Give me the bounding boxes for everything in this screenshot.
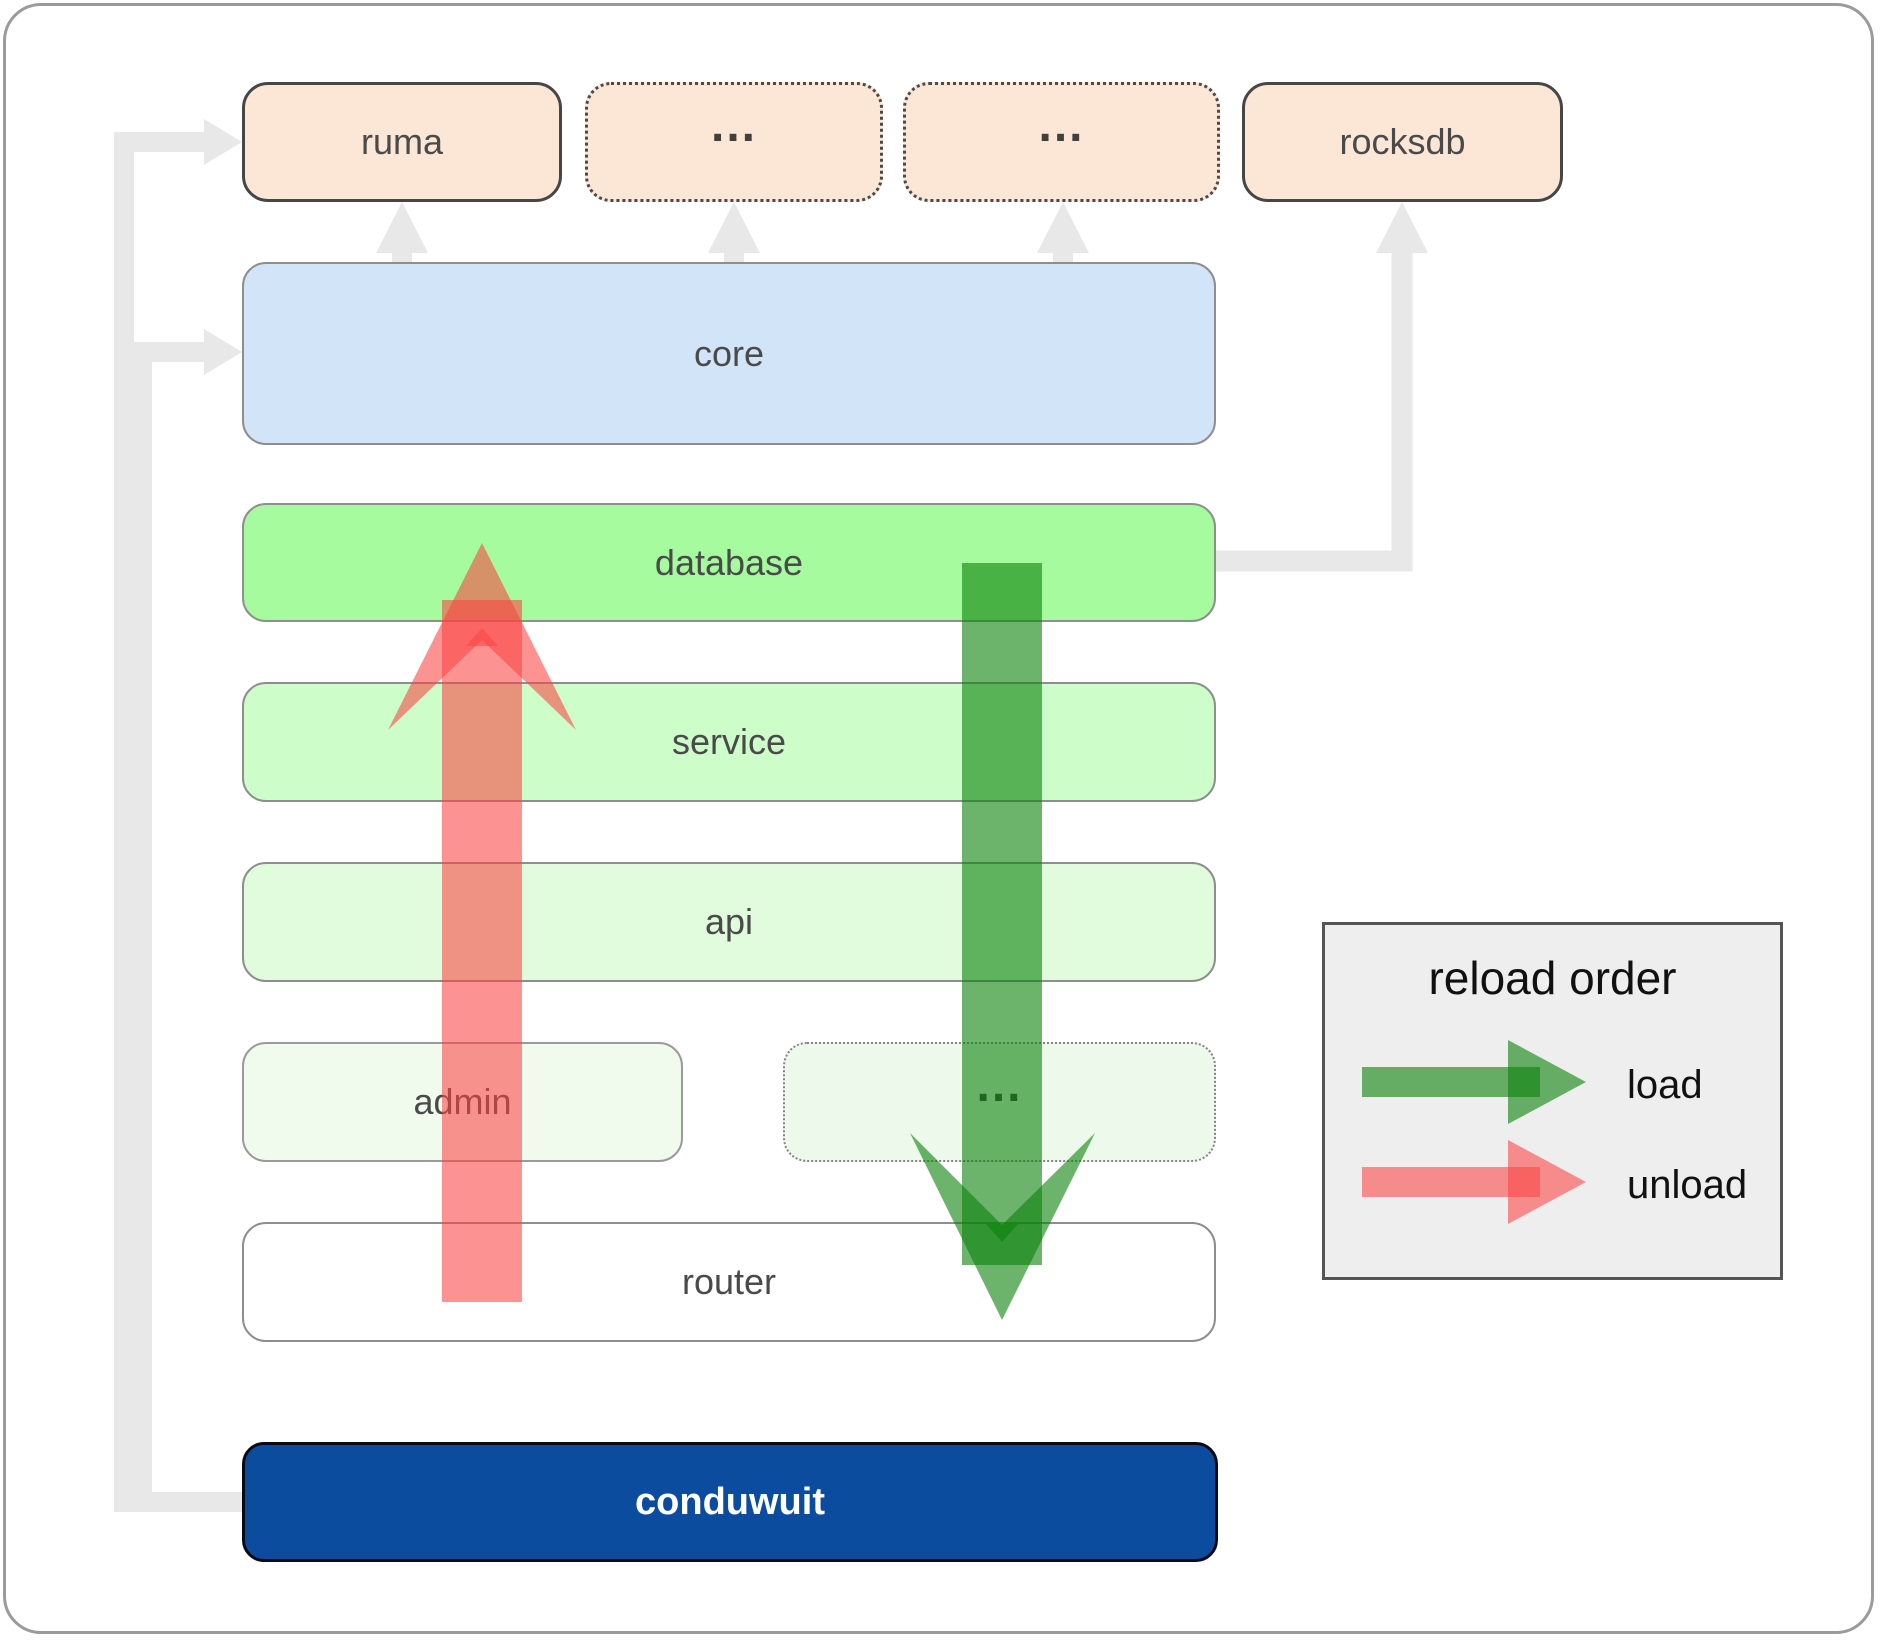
conduwuit-label: conduwuit [635, 1480, 825, 1523]
rocksdb-label: rocksdb [1339, 121, 1466, 162]
box-admin: admin [242, 1042, 683, 1162]
box-api: api [242, 862, 1216, 982]
admin-dots-label: ... [976, 1059, 1023, 1112]
outer-frame [3, 3, 1874, 1634]
box-top-dots-1: ... [585, 82, 883, 202]
box-router: router [242, 1222, 1216, 1342]
box-admin-dots: ... [783, 1042, 1216, 1162]
box-conduwuit: conduwuit [242, 1442, 1218, 1562]
top-dots-1-label: ... [710, 99, 757, 152]
database-label: database [654, 541, 804, 583]
admin-label: admin [413, 1081, 512, 1122]
box-rocksdb: rocksdb [1242, 82, 1563, 202]
core-label: core [693, 332, 765, 374]
box-core: core [242, 262, 1216, 445]
box-service: service [242, 682, 1216, 802]
box-database: database [242, 503, 1216, 622]
top-dots-2-label: ... [1038, 99, 1085, 152]
legend-title: reload order [1428, 952, 1677, 1004]
ruma-label: ruma [360, 121, 444, 162]
box-top-dots-2: ... [903, 82, 1220, 202]
router-label: router [681, 1261, 777, 1302]
box-ruma: ruma [242, 82, 562, 202]
legend-unload-label: unload [1627, 1163, 1748, 1207]
api-label: api [704, 901, 754, 942]
legend-load-label: load [1627, 1063, 1703, 1107]
legend: reload order load unload [1322, 922, 1783, 1280]
service-label: service [671, 721, 787, 762]
